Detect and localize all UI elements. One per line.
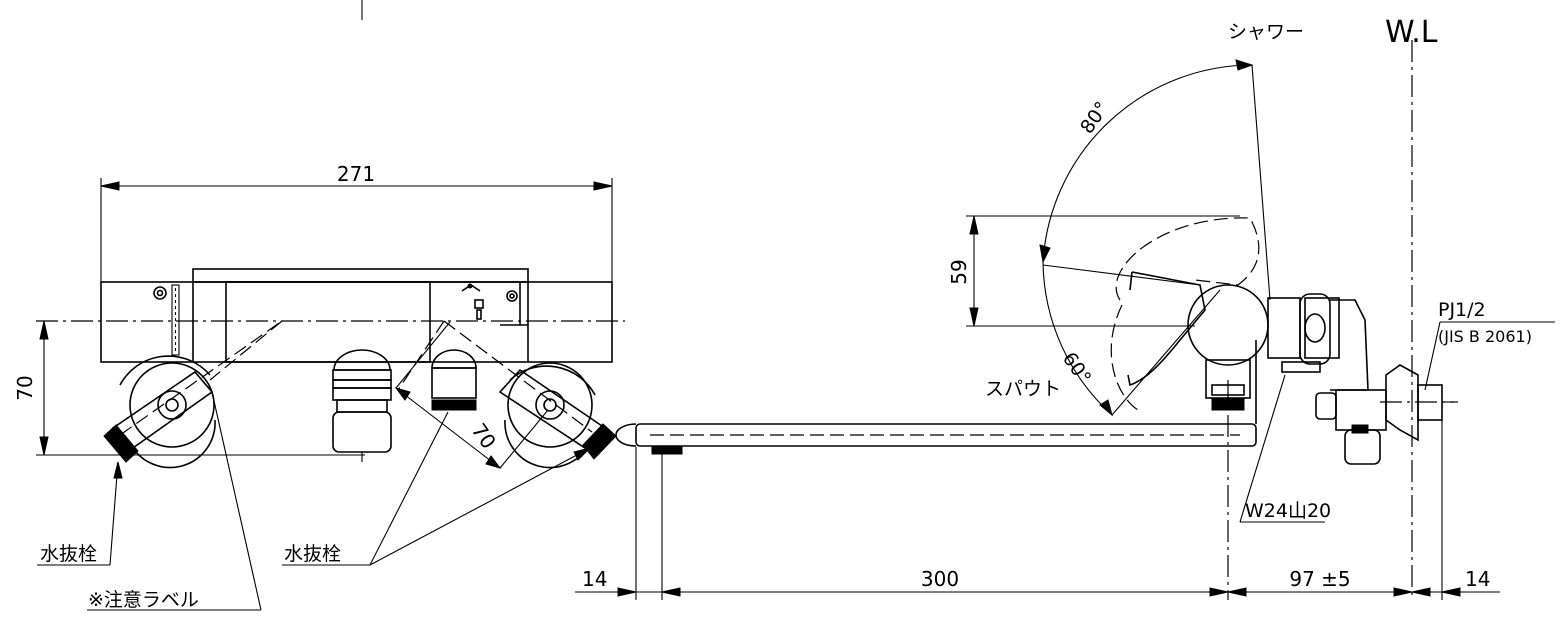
side-view — [575, 40, 1555, 600]
label-thread-spec: W24山20 — [1245, 500, 1331, 522]
dim-leg-spacing: 70 — [467, 419, 501, 454]
dim-left-margin: 14 — [582, 567, 607, 591]
dim-body-width: 271 — [337, 162, 375, 186]
dim-shower-angle: 80° — [1076, 98, 1113, 138]
label-shower: シャワー — [1228, 21, 1304, 43]
label-caution: ※注意ラベル — [88, 589, 199, 611]
dim-shower-height: 59 — [947, 259, 971, 284]
label-spout: スパウト — [985, 378, 1061, 400]
dim-height-left: 70 — [13, 375, 37, 400]
label-drain-plug-center: 水抜栓 — [284, 543, 341, 565]
dim-right-margin: 14 — [1465, 567, 1490, 591]
label-water-level: W.L — [1385, 15, 1438, 50]
dim-spout-reach: 300 — [921, 567, 959, 591]
dim-wall-offset: 97 ±5 — [1289, 567, 1350, 591]
label-drain-plug-left: 水抜栓 — [40, 543, 97, 565]
dim-spout-angle: 60° — [1058, 348, 1095, 388]
label-pipe-standard: (JIS B 2061) — [1438, 327, 1532, 346]
front-view — [36, 0, 625, 611]
label-pipe-thread: PJ1/2 — [1438, 299, 1486, 321]
